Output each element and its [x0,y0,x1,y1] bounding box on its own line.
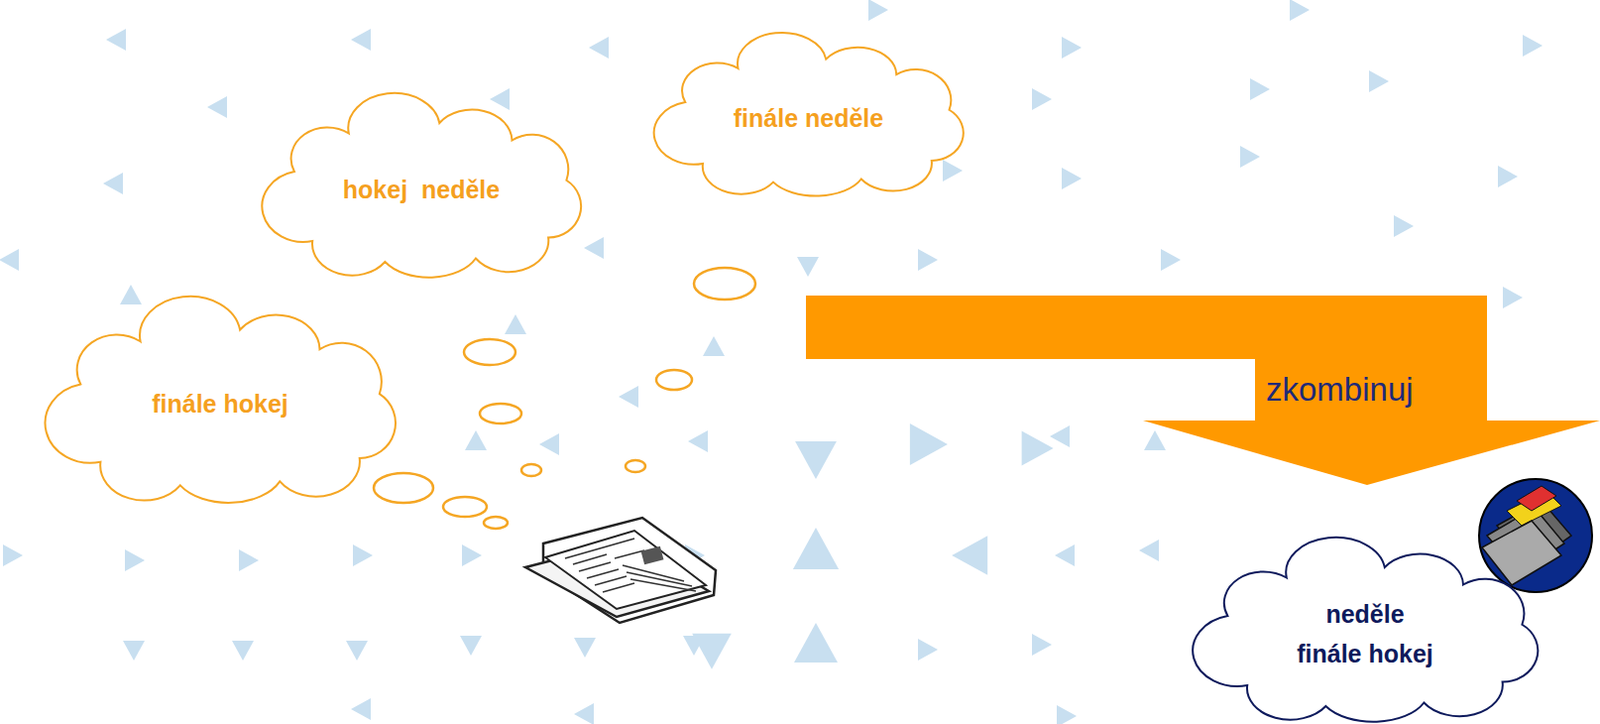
thought-cloud: finále neděle [632,40,985,195]
thought-bubbles [373,267,756,529]
thought-cloud: hokej neděle [239,102,603,276]
cloud-text: finále hokej [1296,633,1434,674]
combine-arrow [805,295,1600,485]
cloud-text: finále hokej [151,383,289,424]
cloud-text: finále neděle [733,98,884,138]
cloud-text: neděle [1325,593,1404,634]
newspaper-icon [525,517,716,623]
cloud-text: hokej neděle [342,169,500,210]
thought-cloud: finále hokej [20,306,420,501]
cloud-outline [1168,546,1562,720]
folder-icon [1479,478,1593,592]
arrow-label: zkombinuj [1265,370,1414,409]
thought-cloud: nedělefinále hokej [1168,546,1562,720]
